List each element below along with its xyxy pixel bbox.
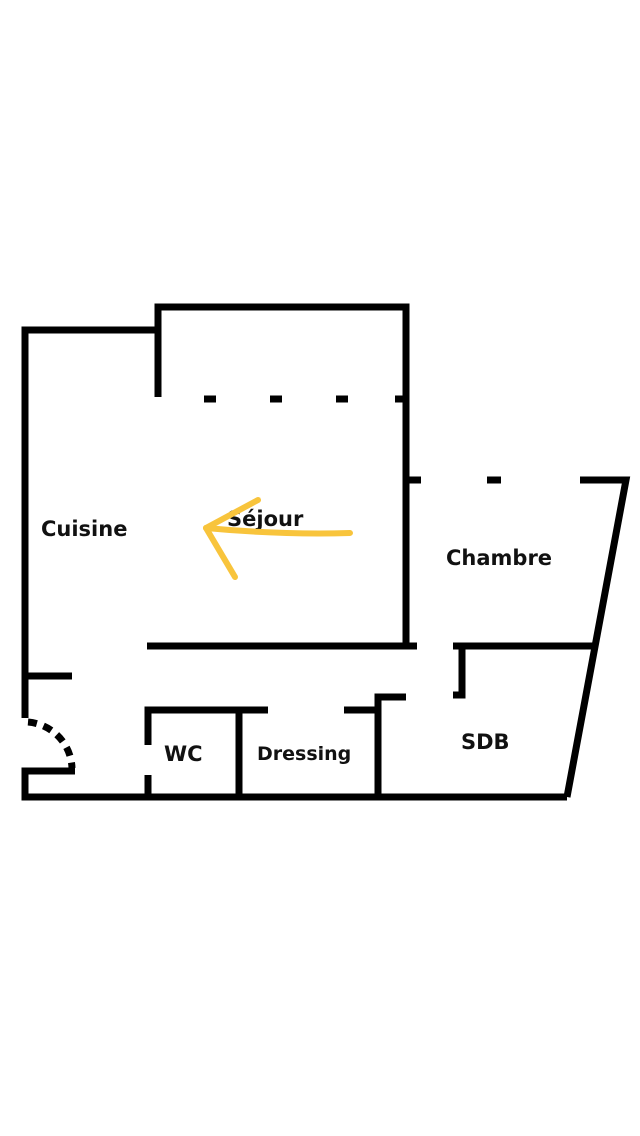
wall-cuisine-outer [21,326,158,718]
room-label-chambre: Chambre [446,546,552,570]
walls [21,303,631,801]
room-label-wc: WC [164,742,203,766]
room-label-dressing: Dressing [257,743,351,765]
wall-sdb-stub [453,646,466,699]
wall-entry-bottom [21,767,567,801]
wall-wc-left-top [144,706,268,745]
wall-chambre-outer [563,476,631,798]
wall-dressing-sdb [374,693,406,797]
room-label-cuisine: Cuisine [41,517,127,541]
wall-sejour-top [154,303,410,646]
entry-door-arc [27,718,76,769]
room-label-sdb: SDB [461,730,510,754]
arrow-left-icon [203,497,353,580]
